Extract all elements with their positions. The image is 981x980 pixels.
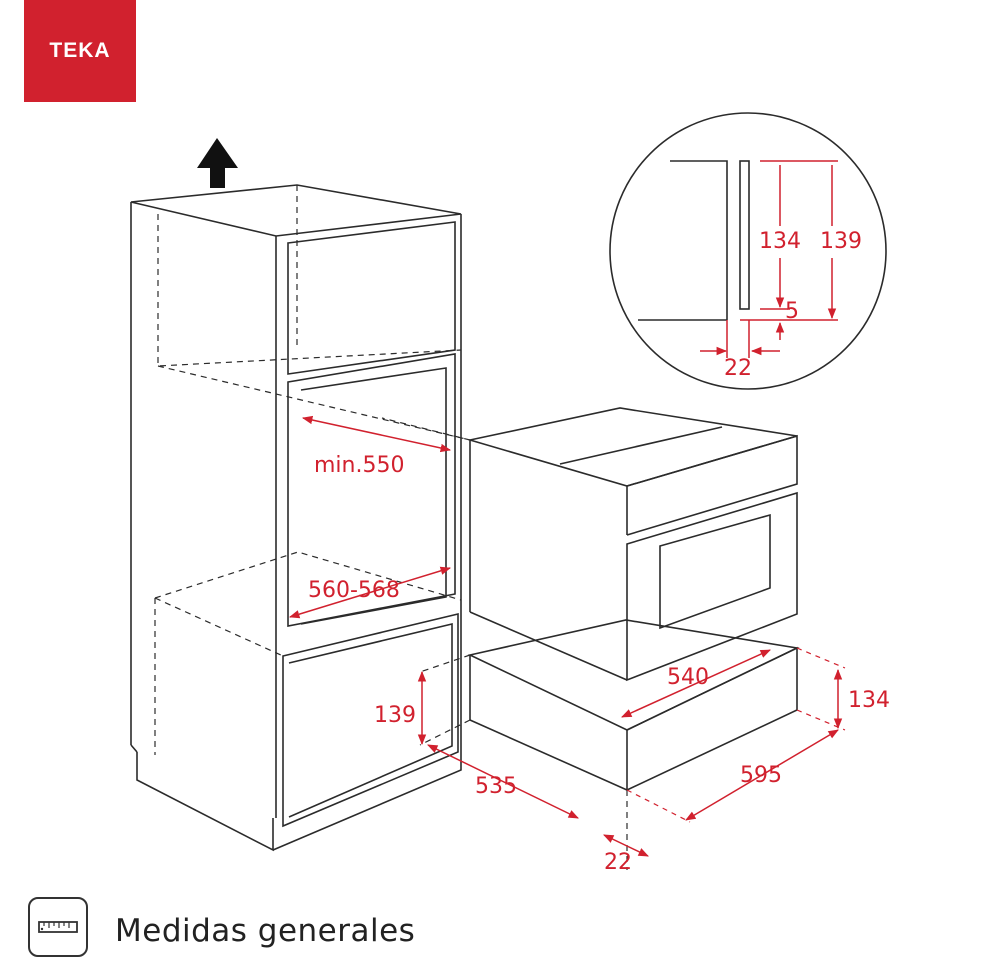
detail-callout: 134 139 5 22	[609, 112, 887, 390]
dim-min550-label: min.550	[314, 453, 404, 478]
dim-560-568-label: 560-568	[308, 578, 400, 603]
detail-5-label: 5	[785, 299, 799, 324]
logo-text: TEKA	[49, 39, 111, 62]
drawer-hidden-lines	[419, 654, 628, 870]
dim-535-label: 535	[475, 774, 517, 799]
airflow-arrow-icon	[197, 138, 238, 188]
ruler-icon	[28, 897, 88, 957]
dim-22-label: 22	[604, 850, 632, 875]
detail-139-label: 139	[820, 229, 862, 254]
tall-cabinet-hidden-lines	[154, 185, 471, 755]
dim-134-label: 134	[848, 688, 890, 713]
footer-label: Medidas generales	[115, 913, 416, 949]
detail-134-label: 134	[759, 229, 801, 254]
tall-cabinet	[130, 184, 462, 852]
dim-540-label: 540	[667, 665, 709, 690]
oven-hidden-lines	[381, 417, 471, 441]
compact-oven	[469, 407, 798, 682]
dimension-lines: min.550 560-568 139 535 22 540 595 134	[288, 415, 890, 875]
dim-139-label: 139	[374, 703, 416, 728]
detail-22-label: 22	[724, 356, 752, 381]
teka-logo: TEKA	[24, 0, 136, 102]
dim-595-label: 595	[740, 763, 782, 788]
